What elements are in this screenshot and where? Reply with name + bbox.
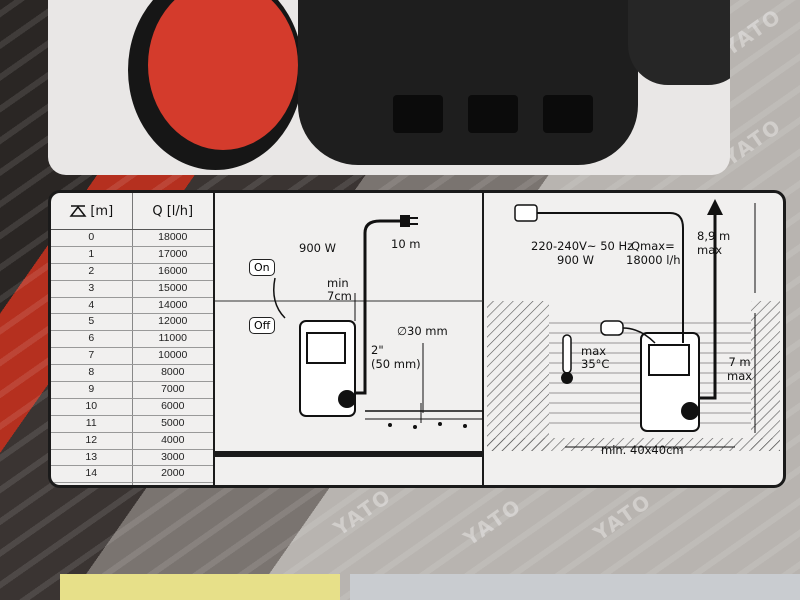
pump-handle <box>628 0 730 85</box>
table-row: 0 18000 <box>51 230 213 247</box>
flow-cell: 11000 <box>131 331 214 348</box>
table-row: 4 14000 <box>51 297 214 315</box>
height-cell: 12 <box>85 433 98 446</box>
height-cell: 3 <box>88 281 95 294</box>
table-row: 2 16000 <box>51 263 214 281</box>
particle-size-label: ∅30 mm <box>397 324 448 338</box>
table-row: 5 12000 <box>51 314 214 332</box>
pump-body <box>298 0 638 165</box>
table-row: 8 8000 <box>51 365 214 383</box>
flow-table-header: [m] Q [l/h] <box>51 193 213 230</box>
height-cell: 10 <box>85 399 98 412</box>
left-power-label: 900 W <box>299 241 336 255</box>
table-row: 14 2000 <box>51 466 214 484</box>
flow-cell: 16000 <box>131 263 214 280</box>
table-row: 151000 <box>51 483 214 485</box>
float-on-label: On <box>249 259 275 276</box>
table-row: 9 7000 <box>51 382 213 399</box>
product-photo-panel <box>48 0 730 175</box>
max-depth-label: 7 m max <box>727 355 753 383</box>
height-cell: 11 <box>85 416 97 429</box>
height-cell: 6 <box>88 332 95 345</box>
qmax-value: 18000 l/h <box>626 253 681 267</box>
hose-size-label: 2" (50 mm) <box>371 343 421 371</box>
height-cell: 14 <box>85 467 98 480</box>
height-cell: 8 <box>88 366 95 379</box>
flow-cell: 10000 <box>131 348 214 365</box>
height-cell: 7 <box>88 349 95 362</box>
flow-cell: 5000 <box>131 415 214 432</box>
right-power-label: 900 W <box>557 253 594 267</box>
height-cell: 5 <box>88 315 95 328</box>
pump-wheel-cap <box>148 0 298 150</box>
min-pit-size-label: min. 40x40cm <box>601 443 684 457</box>
flow-cell: 12000 <box>131 314 214 331</box>
height-header-label: [m] <box>90 203 114 219</box>
height-cell: 0 <box>88 231 95 243</box>
max-temp-label: max 35°C <box>581 344 610 371</box>
table-row: 13 3000 <box>51 449 214 467</box>
height-cell: 4 <box>88 298 95 311</box>
pump-intake-slot <box>393 95 443 133</box>
max-head-label: 8,9 m max <box>697 229 731 257</box>
flow-cell: 2000 <box>131 466 214 483</box>
pump-intake-slot <box>543 95 593 133</box>
qmax-label: Qmax= <box>631 239 675 253</box>
table-row: 10 6000 <box>51 398 214 416</box>
flow-cell: 8000 <box>131 365 214 382</box>
min-level-label: min 7cm <box>327 276 352 303</box>
flow-column-header: Q [l/h] <box>131 193 214 229</box>
flow-cell: 4000 <box>131 432 214 449</box>
height-cell: 2 <box>88 264 95 277</box>
height-cell: 13 <box>85 450 98 463</box>
voltage-label: 220-240V~ 50 Hz <box>531 239 634 253</box>
height-delta-icon <box>69 205 87 217</box>
table-row: 12 4000 <box>51 432 214 450</box>
flow-cell: 7000 <box>131 382 214 398</box>
table-row: 7 10000 <box>51 348 214 366</box>
flow-cell: 14000 <box>131 297 214 314</box>
flow-cell: 1000 <box>131 483 214 485</box>
flow-cell: 6000 <box>131 398 214 415</box>
height-cell: 9 <box>88 383 95 396</box>
flow-cell: 3000 <box>131 449 214 466</box>
flow-cell: 17000 <box>131 246 214 263</box>
float-off-label: Off <box>249 317 276 334</box>
pump-intake-slot <box>468 95 518 133</box>
cable-length-label: 10 m <box>391 237 421 251</box>
yellow-object <box>60 574 340 600</box>
height-cell: 15 <box>51 483 132 485</box>
height-column-header: [m] <box>51 193 132 229</box>
table-row: 11 5000 <box>51 415 214 433</box>
installation-diagram <box>215 193 780 485</box>
flow-cell: 15000 <box>131 280 214 297</box>
gray-object <box>350 574 800 600</box>
table-row: 1 17000 <box>51 246 214 264</box>
table-row: 3 15000 <box>51 280 214 298</box>
height-cell: 1 <box>88 247 95 260</box>
flow-cell: 18000 <box>131 230 214 246</box>
table-row: 6 11000 <box>51 331 214 349</box>
